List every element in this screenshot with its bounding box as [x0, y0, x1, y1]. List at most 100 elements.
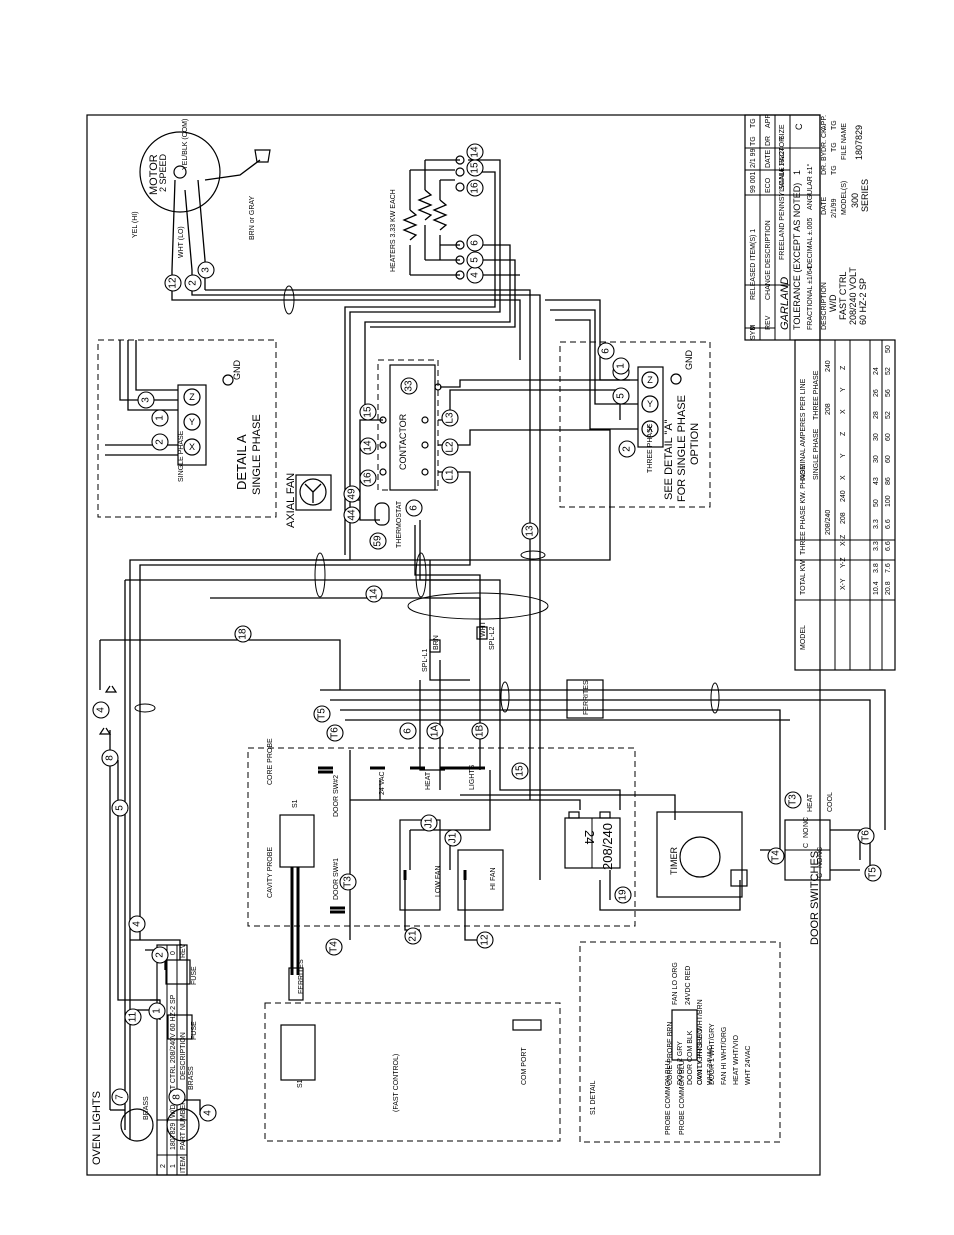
wire-tag: 6: [405, 499, 423, 517]
svg-text:3: 3: [201, 267, 212, 273]
svg-text:14: 14: [369, 588, 380, 600]
amps-col-208-240: 208/240: [825, 510, 832, 535]
s1-pin-label: CORE PROBE BRN: [667, 1022, 674, 1085]
s1-pin-label: OVN LIGHTS VIO: [697, 1028, 704, 1085]
app-value: TG: [831, 120, 838, 130]
axial-fan: AXIAL FAN THERMOSTAT: [285, 473, 403, 548]
title-block-lower: DESCRIPTION W/D FAST CTRL 208/240 VOLT 6…: [821, 115, 870, 330]
motor-speed-label: 2 SPEED: [158, 153, 168, 192]
items-header-desc: DESCRIPTION: [180, 1032, 187, 1080]
svg-text:19: 19: [618, 889, 629, 901]
wire-tag: 5: [466, 251, 484, 269]
amps-subhead: 208: [840, 512, 847, 524]
wire-tag: 1A: [426, 722, 444, 740]
detail-a-title: DETAIL A: [234, 434, 249, 490]
description-label: DESCRIPTION: [821, 282, 828, 330]
svg-text:Y: Y: [647, 399, 653, 409]
svg-text:T5: T5: [868, 867, 879, 879]
transformer: 24 208/240: [564, 811, 621, 870]
s1-pin-label: PROBE COMMON BLU: [679, 1060, 686, 1135]
core-probe-label: CORE PROBE: [267, 738, 274, 785]
door-sw-heat: HEAT: [807, 793, 814, 812]
wire-tag: 4: [92, 701, 110, 719]
size-value: C: [794, 123, 804, 130]
amps-subhead: Y: [840, 453, 847, 458]
description-line-2: FAST CTRL: [838, 272, 848, 320]
svg-text:5: 5: [115, 805, 126, 811]
amps-cell: 20.8: [885, 581, 892, 595]
svg-text:59: 59: [373, 535, 384, 547]
motor-label: MOTOR: [148, 154, 160, 195]
amps-col-three-phase: THREE PHASE: [813, 370, 820, 420]
thermostat-label: THERMOSTAT: [396, 500, 403, 548]
wire-tag: 2: [184, 274, 202, 292]
s1-pin-label: CAVITY PROBE WHT/BRN: [697, 999, 704, 1085]
lights-label: LIGHTS: [469, 764, 476, 790]
svg-text:1: 1: [616, 363, 627, 369]
wire-tag: J1: [444, 829, 462, 847]
amps-col-three-phase-kw: THREE PHASE KW. PHASE: [800, 465, 807, 555]
svg-text:J1: J1: [424, 817, 435, 828]
svg-text:6: 6: [403, 728, 414, 734]
svg-text:4: 4: [96, 707, 107, 713]
amps-col-model: MODEL: [800, 625, 807, 650]
fuse-1-label: FUSE: [191, 966, 198, 985]
wire-tag: 8: [168, 1088, 186, 1106]
amps-cell: 86: [885, 477, 892, 485]
svg-text:T6: T6: [330, 727, 341, 739]
svg-text:44: 44: [347, 509, 358, 521]
svg-text:15: 15: [470, 162, 481, 174]
svg-text:L3: L3: [445, 412, 456, 424]
size-label: SIZE: [779, 124, 786, 140]
wire-tag: 16: [466, 179, 484, 197]
svg-text:X: X: [647, 424, 653, 434]
control-board: CORE PROBE CAVITY PROBE S1 DOOR SW#2 DOO…: [247, 738, 636, 975]
wire-tag: 6: [466, 234, 484, 252]
com-port-label: COM PORT: [521, 1047, 528, 1085]
amps-cell: 60: [885, 455, 892, 463]
svg-text:12: 12: [168, 277, 179, 289]
wire-tag: 12: [476, 931, 494, 949]
detail-a-phase: SINGLE PHASE: [178, 430, 185, 482]
oven-lights: OVEN LIGHTS BRASS BRASS FUSE FUSE: [91, 685, 200, 1165]
s1-lower-label: S1: [297, 1079, 304, 1088]
items-row1-part: 1807829: [170, 1123, 177, 1150]
amps-cell: 10.4: [873, 581, 880, 595]
wire-tag: T6: [326, 724, 344, 742]
door-sw-no-top: NO: [803, 827, 810, 838]
wire-tag: 14: [466, 143, 484, 161]
svg-text:7: 7: [115, 1094, 126, 1100]
door-switches-label: DOOR SWITCHES: [809, 851, 821, 945]
ferrites-box-label: FERRITES: [583, 680, 590, 715]
svg-text:Y: Y: [189, 417, 195, 427]
ck-value: TG: [831, 142, 838, 152]
wire-tag: 1: [148, 1002, 166, 1020]
svg-text:11: 11: [128, 1011, 139, 1022]
svg-text:T5: T5: [317, 708, 328, 720]
svg-text:X: X: [189, 442, 195, 452]
items-row2-item: 2: [160, 1164, 167, 1168]
svg-text:49: 49: [347, 488, 358, 500]
amps-subhead: Z: [840, 365, 847, 370]
amps-cell: 30: [873, 433, 880, 441]
s1-pin-label: HEAT WHT/VIO: [733, 1035, 740, 1085]
rev-app: TG: [750, 118, 757, 128]
svg-text:2: 2: [155, 952, 166, 958]
wire-tag: 8: [101, 749, 119, 767]
amps-cell: 56: [885, 389, 892, 397]
date-value: 2/1/99: [831, 198, 838, 218]
svg-text:6: 6: [601, 348, 612, 354]
three-phase-gnd: GND: [684, 350, 694, 371]
wire-tag: 12: [164, 274, 182, 292]
svg-text:2: 2: [155, 439, 166, 445]
svg-text:L2: L2: [445, 441, 456, 453]
fractional-tol: FRACTIONAL ±1/64: [807, 266, 814, 330]
items-row1-item: 1: [170, 1164, 177, 1168]
amps-cell: 3.3: [873, 541, 880, 551]
items-row1-rev: 0: [170, 951, 177, 955]
wire-tags: 122314163315141615456541623214944596L1L2…: [92, 143, 882, 1122]
amps-cell: 52: [885, 411, 892, 419]
wire-tag: 59: [369, 532, 387, 550]
